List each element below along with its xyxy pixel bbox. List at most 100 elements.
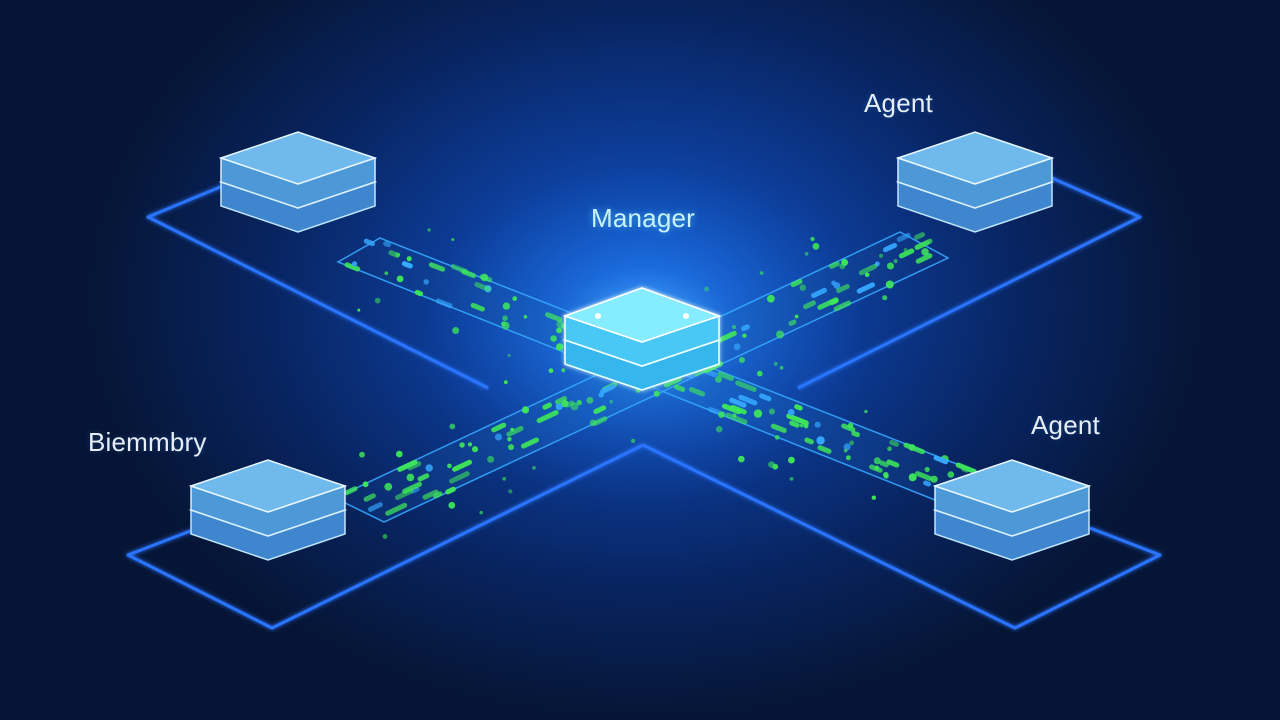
- data-packet: [885, 280, 894, 289]
- data-sparkle: [871, 495, 876, 500]
- data-packet: [858, 263, 878, 276]
- data-packet: [480, 273, 489, 282]
- data-packet: [886, 459, 900, 468]
- data-sparkle: [789, 477, 794, 481]
- data-packet: [502, 302, 511, 310]
- data-packet: [817, 445, 832, 454]
- data-packet: [788, 319, 797, 326]
- data-packet: [406, 256, 412, 262]
- data-packet: [401, 261, 413, 269]
- data-sparkle: [739, 357, 745, 363]
- data-packet: [397, 459, 418, 472]
- data-packet: [344, 262, 361, 272]
- data-sparkle: [757, 370, 763, 377]
- data-packet: [729, 397, 747, 408]
- data-packet: [753, 409, 763, 418]
- data-packet: [586, 396, 594, 404]
- data-packet: [598, 392, 604, 398]
- data-packet: [367, 502, 383, 512]
- data-sparkle: [810, 236, 815, 242]
- data-packet: [512, 296, 518, 301]
- data-packet: [829, 261, 840, 269]
- data-sparkle: [503, 380, 508, 385]
- data-sparkle: [359, 451, 365, 458]
- data-packet: [915, 471, 933, 481]
- data-packet: [898, 248, 915, 259]
- data-packet: [423, 279, 430, 285]
- data-sparkle: [448, 501, 456, 509]
- data-packet: [406, 473, 415, 482]
- data-packet: [814, 421, 821, 428]
- data-packet: [502, 315, 508, 322]
- data-packet: [914, 238, 933, 250]
- data-packet: [550, 335, 557, 342]
- frame-line-bottom-right: [642, 443, 1162, 630]
- data-packet: [732, 413, 737, 418]
- node-top-right: [895, 131, 1055, 233]
- data-packet: [789, 420, 800, 428]
- data-packet: [663, 376, 682, 388]
- data-packet: [908, 444, 916, 451]
- data-packet: [395, 488, 414, 500]
- data-sparkle: [631, 438, 636, 443]
- data-packet: [767, 294, 775, 303]
- data-packet: [887, 446, 892, 452]
- data-packet: [770, 423, 787, 433]
- data-packet: [741, 324, 750, 332]
- node-bottom-left: [188, 459, 348, 561]
- data-packet: [799, 284, 806, 291]
- data-packet: [816, 436, 825, 445]
- data-packet: [432, 491, 443, 499]
- data-packet: [804, 437, 814, 445]
- data-packet: [836, 283, 850, 294]
- data-packet: [491, 422, 507, 433]
- data-packet: [520, 437, 539, 449]
- data-packet: [799, 423, 804, 428]
- data-packet: [523, 315, 528, 319]
- data-packet: [878, 253, 884, 258]
- server-stack-icon: [562, 287, 722, 391]
- data-packet: [733, 343, 741, 351]
- data-packet: [856, 282, 875, 294]
- data-packet: [352, 261, 358, 267]
- data-packet: [787, 409, 795, 416]
- data-packet: [363, 238, 375, 247]
- data-packet: [794, 314, 799, 319]
- data-packet: [759, 393, 772, 402]
- node-manager: [562, 287, 722, 391]
- data-packet: [450, 264, 469, 274]
- data-packet: [839, 263, 846, 270]
- data-packet: [841, 423, 856, 433]
- data-packet: [536, 410, 559, 424]
- data-packet: [555, 403, 563, 411]
- data-packet: [829, 298, 839, 306]
- data-sparkle: [374, 297, 381, 304]
- data-packet: [576, 399, 582, 406]
- data-packet: [873, 457, 881, 465]
- node-top-left: [218, 131, 378, 233]
- data-packet: [893, 259, 898, 264]
- data-packet: [930, 475, 938, 483]
- data-sparkle: [548, 368, 554, 374]
- data-packet: [417, 473, 430, 482]
- data-sparkle: [427, 228, 431, 232]
- data-packet: [717, 371, 734, 381]
- data-sparkle: [451, 238, 455, 241]
- data-packet: [593, 416, 608, 426]
- data-packet: [471, 446, 479, 453]
- data-packet: [570, 402, 579, 411]
- data-packet: [407, 461, 422, 471]
- data-sparkle: [449, 423, 456, 430]
- data-packet: [470, 302, 485, 312]
- data-sparkle: [561, 368, 566, 373]
- data-packet: [506, 425, 524, 437]
- data-packet: [449, 471, 470, 484]
- data-packet: [915, 253, 933, 264]
- data-packet: [908, 473, 917, 482]
- data-packet: [452, 459, 473, 472]
- frame-line-bottom-left: [126, 443, 644, 630]
- data-packet: [869, 464, 883, 473]
- data-packet: [556, 327, 562, 334]
- data-sparkle: [773, 361, 778, 366]
